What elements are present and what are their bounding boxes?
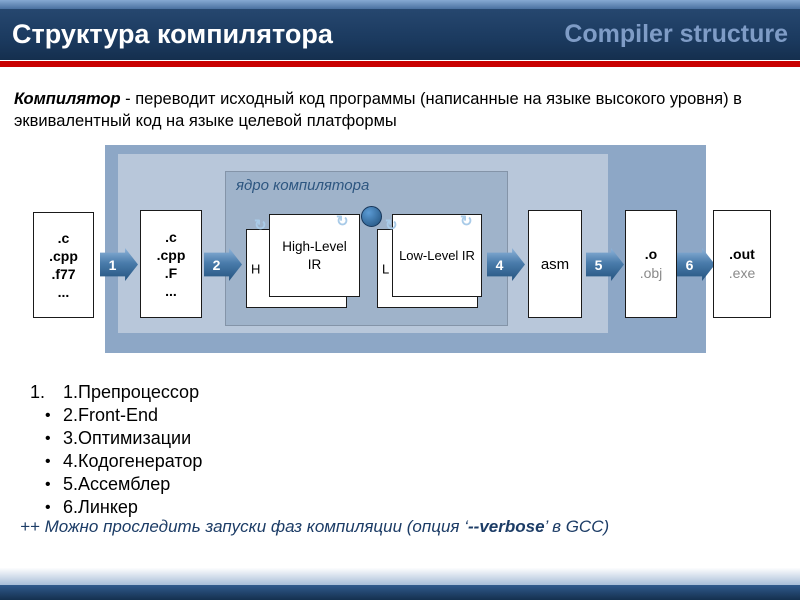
low-level-ir-box: Low-Level IR xyxy=(392,214,482,297)
list-item-text: 4.Кодогенератор xyxy=(63,451,203,471)
low-level-ir-label: Low-Level IR xyxy=(399,248,475,263)
page-title-en: Compiler structure xyxy=(564,20,788,48)
list-marker: • xyxy=(45,407,51,424)
loop-arrow-icon: ↻ xyxy=(385,217,398,234)
preprocessed-line: .cpp xyxy=(156,247,186,263)
footnote: ++ Можно проследить запуски фаз компиляц… xyxy=(20,517,609,537)
header-bar: Структура компилятора Compiler structure xyxy=(0,9,800,60)
list-marker: • xyxy=(45,453,51,470)
list-item: • 5.Ассемблер xyxy=(30,473,202,496)
source-files-box: .c .cpp .f77 ... xyxy=(33,212,94,318)
object-primary-label: .o xyxy=(644,246,658,262)
list-marker: • xyxy=(45,476,51,493)
low-level-ir-back-letter: L xyxy=(382,261,390,276)
list-item-text: 6.Линкер xyxy=(63,497,138,517)
list-item: • 3.Оптимизации xyxy=(30,427,202,450)
list-marker: 1. xyxy=(30,382,46,402)
footnote-text: Можно проследить запуски фаз компиляции … xyxy=(44,517,468,536)
list-item-text: 5.Ассемблер xyxy=(63,474,171,494)
footnote-prefix: ++ xyxy=(20,517,45,536)
source-line: ... xyxy=(57,284,70,300)
list-item-text: 3.Оптимизации xyxy=(63,428,192,448)
list-item: • 2.Front-End xyxy=(30,404,202,427)
output-primary-label: .out xyxy=(729,246,755,262)
top-strip xyxy=(0,0,800,9)
list-marker: • xyxy=(45,499,51,516)
source-line: .f77 xyxy=(51,266,76,282)
step-arrow-5-label: 5 xyxy=(594,256,603,273)
high-level-ir-label: IR xyxy=(307,256,322,272)
step-arrow-6: 6 xyxy=(677,248,715,281)
step-arrow-6-label: 6 xyxy=(685,256,694,273)
list-item-text: 1.Препроцессор xyxy=(63,382,200,402)
step-arrow-2-label: 2 xyxy=(212,256,221,273)
loop-arrow-icon: ↻ xyxy=(460,213,473,230)
preprocessed-line: .c xyxy=(165,229,177,245)
source-line: .c xyxy=(57,230,70,246)
object-files-box: .o .obj xyxy=(625,210,677,318)
output-secondary-label: .exe xyxy=(728,265,756,281)
high-level-ir-box: High-Level IR xyxy=(269,214,360,297)
optimization-dot-icon xyxy=(361,206,382,227)
loop-arrow-icon: ↻ xyxy=(254,217,267,234)
object-secondary-label: .obj xyxy=(639,265,663,281)
step-arrow-1-label: 1 xyxy=(108,256,117,273)
asm-box: asm xyxy=(528,210,582,318)
asm-label: asm xyxy=(540,255,570,273)
intro-term: Компилятор xyxy=(14,90,121,108)
footer-fade xyxy=(0,568,800,585)
phases-list: 1. 1.Препроцессор • 2.Front-End • 3.Опти… xyxy=(30,381,202,519)
list-item: • 6.Линкер xyxy=(30,496,202,519)
list-marker: • xyxy=(45,430,51,447)
page-title: Структура компилятора xyxy=(12,19,333,49)
high-level-ir-label: High-Level xyxy=(282,238,347,254)
footer-bar xyxy=(0,585,800,600)
loop-arrow-icon: ↻ xyxy=(336,213,349,230)
output-files-box: .out .exe xyxy=(713,210,771,318)
list-item-text: 2.Front-End xyxy=(63,405,159,425)
footnote-text: ’ в GCC) xyxy=(544,517,610,536)
high-level-ir-back-letter: H xyxy=(251,261,261,276)
preprocessed-line: .F xyxy=(164,265,178,281)
preprocessed-files-box: .c .cpp .F ... xyxy=(140,210,202,318)
list-item: 1. 1.Препроцессор xyxy=(30,381,202,404)
list-item: • 4.Кодогенератор xyxy=(30,450,202,473)
source-line: .cpp xyxy=(49,248,78,264)
red-divider xyxy=(0,61,800,67)
compiler-core-label: ядро компилятора xyxy=(236,177,370,194)
intro-text: - переводит исходный код программы (напи… xyxy=(14,90,742,130)
step-arrow-4-label: 4 xyxy=(495,256,504,273)
footnote-verbose-flag: --verbose xyxy=(468,517,545,536)
preprocessed-line: ... xyxy=(165,283,177,299)
intro-paragraph: Компилятор - переводит исходный код прог… xyxy=(14,88,762,132)
